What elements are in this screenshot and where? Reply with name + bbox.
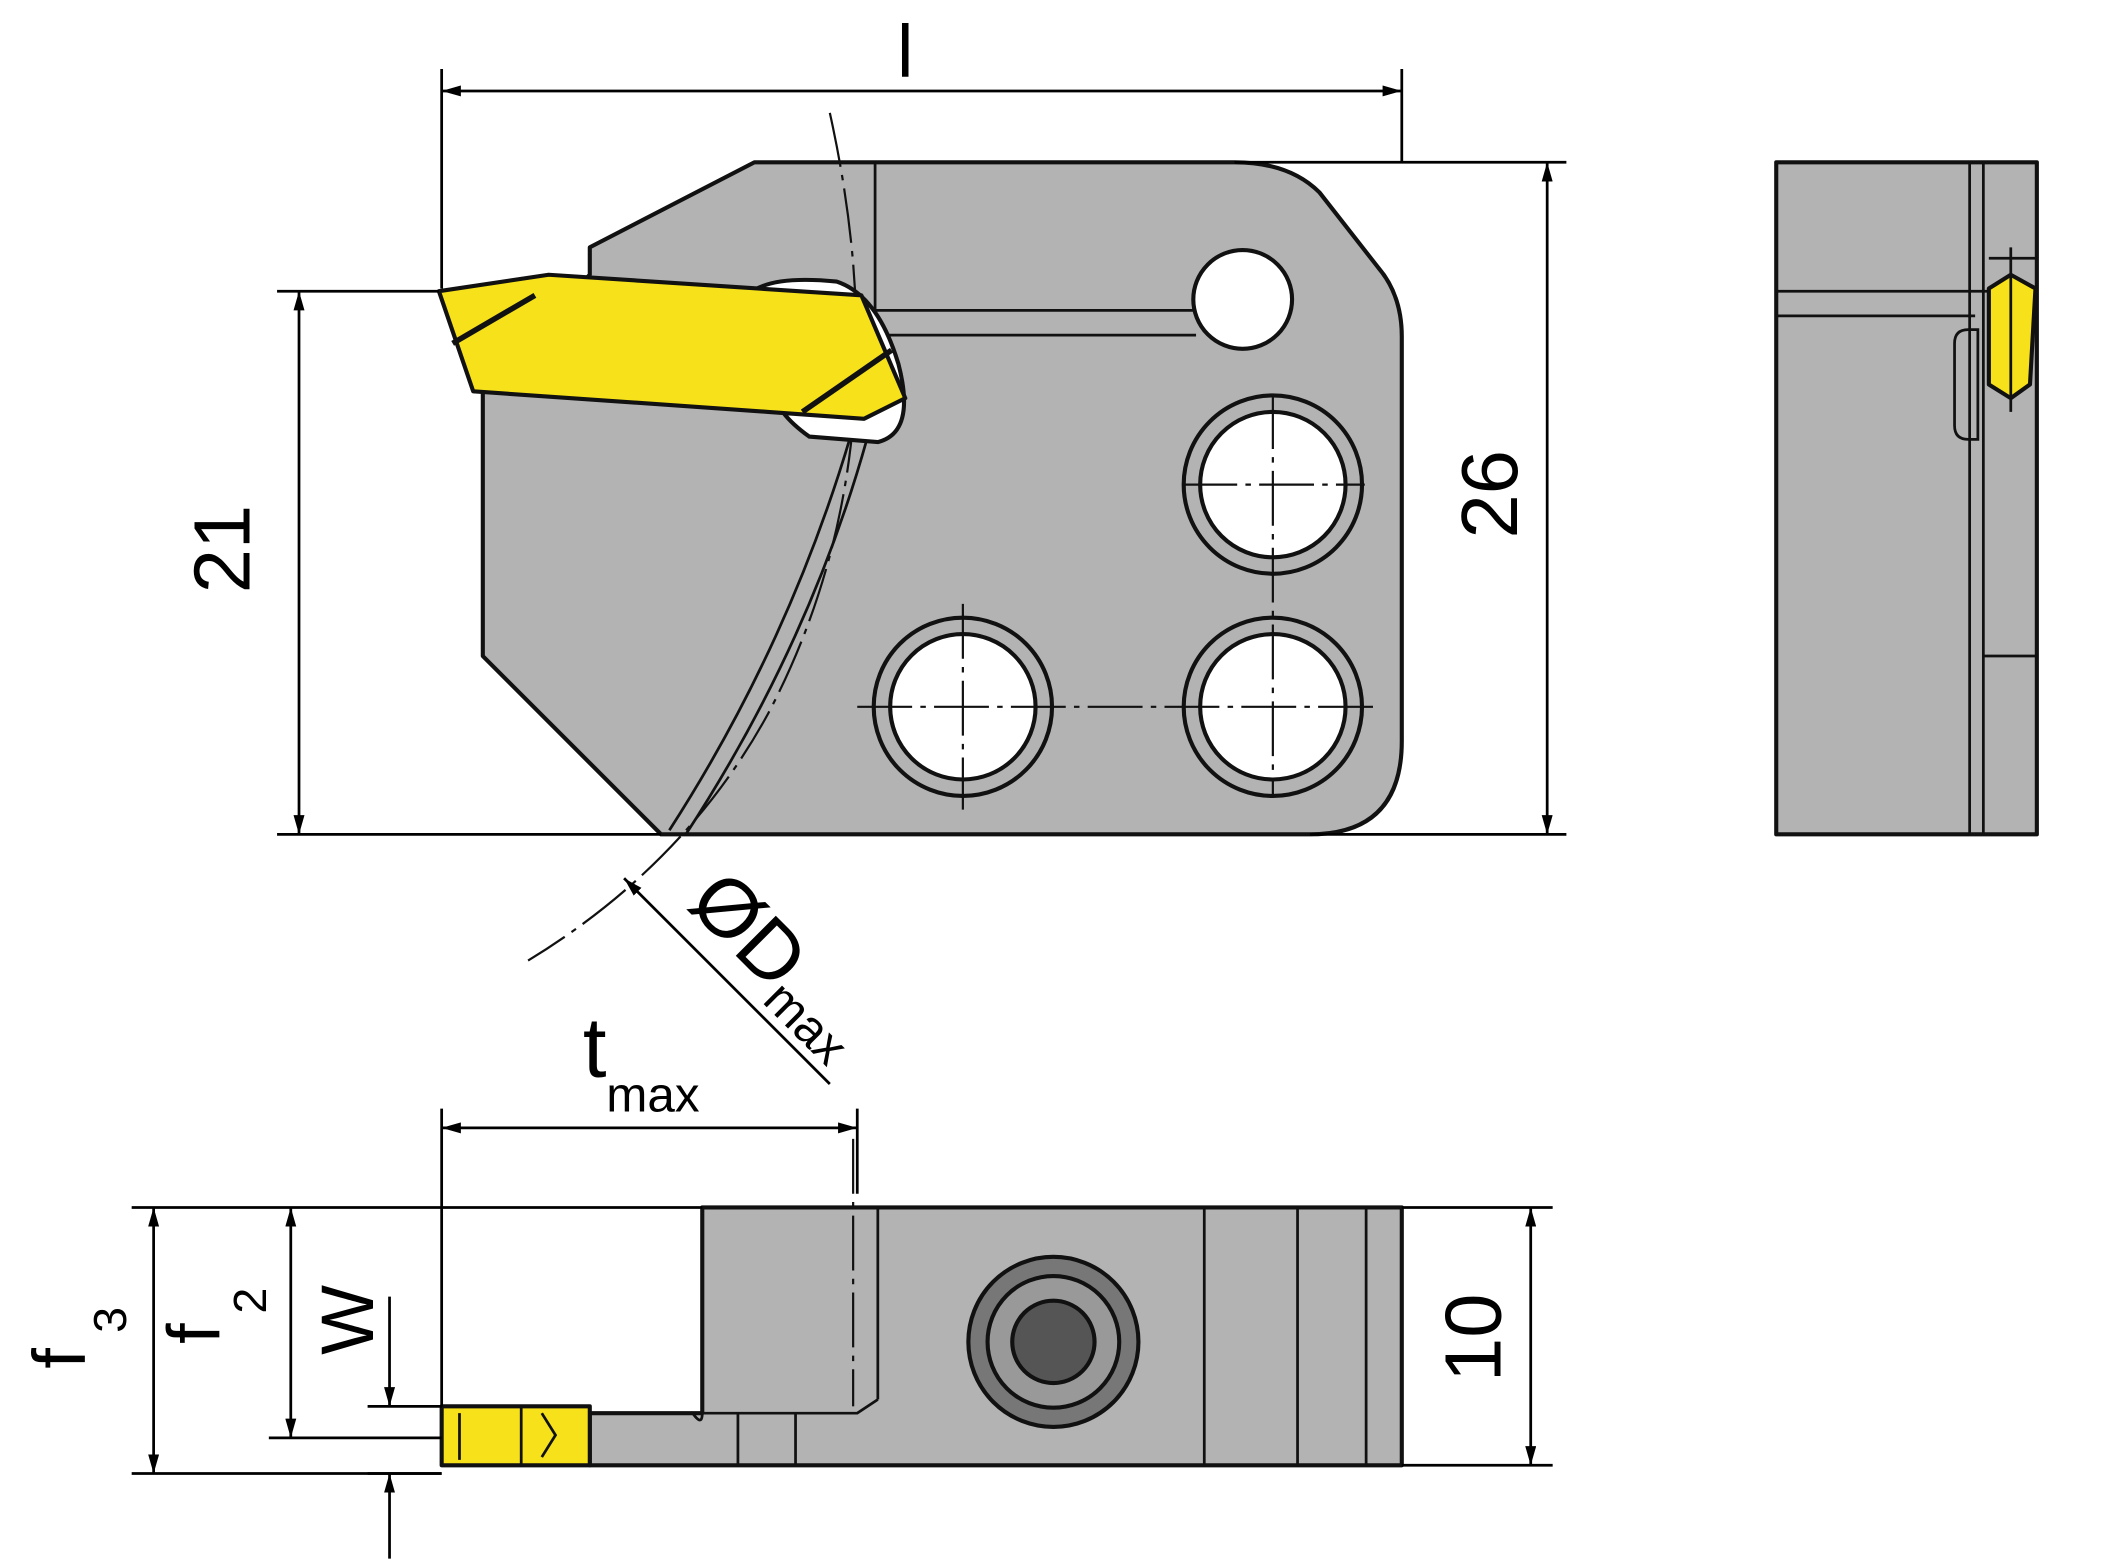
front-body — [1774, 160, 2039, 837]
dimension-26: 26 — [1234, 160, 1567, 836]
label-w: W — [306, 1285, 389, 1355]
dimension-f3: f 3 — [18, 1206, 703, 1475]
label-f3-sub: 3 — [84, 1307, 136, 1333]
label-26: 26 — [1445, 450, 1534, 538]
front-view — [1774, 160, 2039, 837]
top-view — [439, 1138, 1404, 1468]
top-insert — [439, 1404, 592, 1468]
label-tmax: t — [583, 1001, 607, 1096]
dimension-21: 21 — [178, 289, 662, 836]
label-l: l — [897, 10, 913, 93]
cut-arc — [684, 438, 869, 836]
dimension-10: 10 — [1401, 1206, 1553, 1467]
dimension-tmax: t max — [440, 1001, 859, 1407]
dimension-w: W — [306, 1285, 442, 1559]
dimension-diameter: ØD max — [623, 854, 859, 1085]
cutting-insert — [436, 272, 908, 421]
label-f3: f — [18, 1348, 101, 1369]
label-10: 10 — [1429, 1294, 1518, 1382]
label-f2: f — [152, 1323, 235, 1344]
cut-arc-2 — [668, 436, 852, 831]
relief-hole — [1191, 248, 1295, 351]
side-view — [436, 112, 1404, 962]
label-tmax-sub: max — [606, 1067, 700, 1122]
label-21: 21 — [178, 505, 267, 593]
label-f2-sub: 2 — [224, 1288, 276, 1314]
dimension-f2: f 2 — [152, 1207, 442, 1440]
clamp-screw — [966, 1254, 1141, 1429]
hole-centerlines — [857, 394, 1379, 810]
dimension-l: l — [440, 10, 1404, 289]
